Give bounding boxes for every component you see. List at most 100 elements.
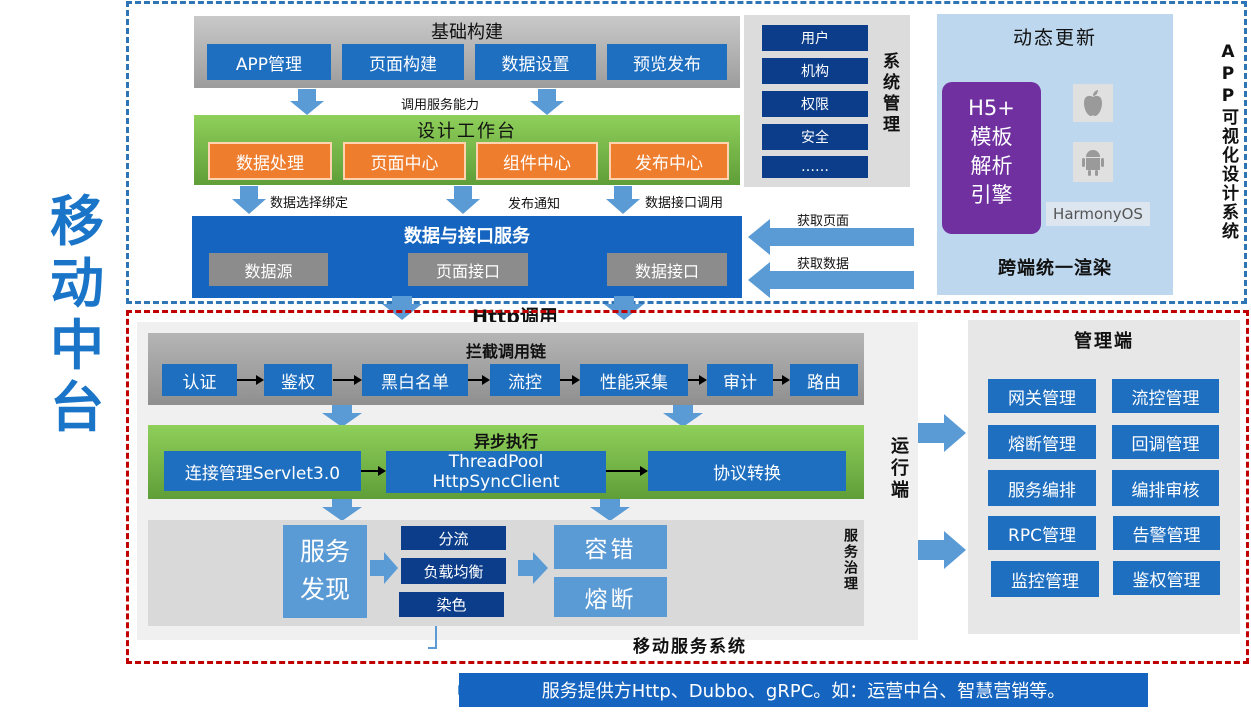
arrow-right-icon [237, 375, 264, 385]
arrow-right-icon [468, 375, 490, 385]
traffic-split-box[interactable]: 分流 [401, 526, 506, 550]
mobile-service-system-region [126, 310, 1249, 664]
arrow-down-icon [606, 186, 640, 214]
provider-note: 服务提供方Http、Dubbo、gRPC。如：运营中台、智慧营销等。 [459, 673, 1148, 707]
protocol-convert-box[interactable]: 协议转换 [648, 451, 846, 491]
system-mgmt-title: 系统管理 [879, 52, 899, 136]
chain-flow-control[interactable]: 流控 [490, 364, 560, 396]
threadpool-box[interactable]: ThreadPool HttpSyncClient [386, 451, 606, 493]
service-discovery-box[interactable]: 服务 发现 [283, 525, 367, 618]
circuit-breaker-box[interactable]: 熔断 [554, 577, 667, 617]
connection-mgmt-box[interactable]: 连接管理Servlet3.0 [164, 451, 361, 491]
service-governance-title: 服务治理 [842, 528, 858, 592]
data-interface-item[interactable]: 数据接口 [607, 253, 727, 286]
arrow-left-icon [748, 219, 914, 255]
mobile-service-system-title: 移动服务系统 [633, 636, 747, 657]
data-interface-title: 数据与接口服务 [404, 226, 530, 247]
data-binding-label: 数据选择绑定 [270, 196, 349, 211]
threadpool-line: ThreadPool [448, 452, 544, 472]
arrow-right-icon [773, 375, 790, 385]
system-mgmt-more[interactable]: …… [762, 156, 868, 178]
h5-engine-box: H5+ 模板 解析 引擎 [942, 82, 1041, 234]
get-page-label: 获取页面 [797, 214, 850, 229]
engine-line-2: 模板 [970, 125, 1013, 149]
async-exec-title: 异步执行 [473, 432, 538, 451]
arrow-right-icon [333, 375, 362, 385]
publish-notice-label: 发布通知 [508, 197, 561, 212]
arrow-down-icon [590, 499, 630, 521]
chain-route[interactable]: 路由 [790, 364, 858, 396]
preview-publish-button[interactable]: 预览发布 [607, 44, 727, 80]
apple-icon [1073, 84, 1113, 122]
fault-tolerance-box[interactable]: 容错 [554, 525, 667, 569]
arrow-right-icon [918, 531, 966, 569]
arrow-right-icon [518, 552, 548, 584]
data-source-item[interactable]: 数据源 [209, 253, 328, 286]
coloring-box[interactable]: 染色 [399, 592, 504, 617]
discovery-line-1: 服务 [299, 537, 350, 566]
chain-auth[interactable]: 认证 [162, 364, 237, 396]
get-data-label: 获取数据 [797, 257, 850, 272]
engine-line-3: 解析 [970, 154, 1013, 178]
httpsyncclient-line: HttpSyncClient [432, 472, 560, 492]
arrow-right-icon [918, 414, 966, 452]
page-build-button[interactable]: 页面构建 [342, 44, 464, 80]
arrow-down-icon [322, 405, 362, 427]
mobile-platform-title: 移动中台 [50, 189, 104, 439]
chain-authz[interactable]: 鉴权 [264, 364, 332, 396]
dynamic-update-title: 动态更新 [1012, 26, 1097, 49]
harmony-os-label: HarmonyOS [1046, 202, 1150, 226]
chain-audit[interactable]: 审计 [707, 364, 773, 396]
runtime-title: 运行端 [888, 436, 909, 502]
monitor-mgmt-button[interactable]: 监控管理 [991, 561, 1099, 597]
publish-center-button[interactable]: 发布中心 [609, 142, 729, 180]
data-processing-button[interactable]: 数据处理 [208, 142, 332, 180]
data-settings-button[interactable]: 数据设置 [475, 44, 596, 80]
chain-perf[interactable]: 性能采集 [580, 364, 688, 396]
load-balance-box[interactable]: 负载均衡 [401, 558, 506, 584]
service-orchestration-button[interactable]: 服务编排 [988, 470, 1096, 506]
auth-mgmt-button[interactable]: 鉴权管理 [1113, 561, 1220, 595]
service-governance-panel [148, 520, 864, 626]
arrow-right-icon [606, 466, 648, 476]
page-center-button[interactable]: 页面中心 [343, 142, 466, 180]
callback-mgmt-button[interactable]: 回调管理 [1112, 425, 1219, 459]
breaker-mgmt-button[interactable]: 熔断管理 [988, 425, 1096, 459]
system-mgmt-permission[interactable]: 权限 [762, 91, 868, 117]
arrow-down-icon [604, 296, 644, 320]
arrow-down-icon [232, 186, 266, 214]
arrow-down-icon [446, 186, 480, 214]
rpc-mgmt-button[interactable]: RPC管理 [988, 516, 1096, 550]
arrow-down-icon [322, 499, 362, 521]
arrow-down-icon [382, 296, 422, 320]
arrow-down-icon [290, 89, 324, 115]
arrow-right-icon [688, 375, 707, 385]
design-system-region [126, 1, 1247, 304]
data-api-call-label: 数据接口调用 [645, 196, 724, 211]
orchestration-review-button[interactable]: 编排审核 [1112, 470, 1219, 506]
arrow-down-icon [530, 89, 564, 115]
flow-control-mgmt-button[interactable]: 流控管理 [1112, 379, 1219, 413]
basic-build-title: 基础构建 [431, 22, 503, 43]
design-workbench-title: 设计工作台 [417, 121, 517, 142]
engine-line-4: 引擎 [970, 183, 1013, 207]
system-mgmt-user[interactable]: 用户 [762, 25, 868, 51]
call-service-label: 调用服务能力 [400, 97, 479, 113]
page-interface-item[interactable]: 页面接口 [408, 253, 528, 286]
gateway-mgmt-button[interactable]: 网关管理 [988, 379, 1096, 413]
cross-platform-render: 跨端统一渲染 [998, 258, 1112, 279]
arrow-down-icon [663, 405, 703, 427]
arrow-left-icon [748, 262, 914, 298]
alert-mgmt-button[interactable]: 告警管理 [1113, 516, 1220, 550]
system-mgmt-security[interactable]: 安全 [762, 124, 868, 150]
intercept-chain-title: 拦截调用链 [465, 342, 546, 361]
component-center-button[interactable]: 组件中心 [476, 142, 598, 180]
management-title: 管理端 [1074, 331, 1134, 352]
engine-line-1: H5+ [968, 96, 1015, 120]
arrow-right-icon [370, 552, 398, 584]
arrow-right-icon [361, 466, 386, 476]
app-mgmt-button[interactable]: APP管理 [207, 44, 331, 80]
chain-blackwhite[interactable]: 黑白名单 [362, 364, 468, 396]
app-visual-design-system-title: APP可视化设计系统 [1218, 42, 1238, 241]
system-mgmt-org[interactable]: 机构 [762, 58, 868, 84]
